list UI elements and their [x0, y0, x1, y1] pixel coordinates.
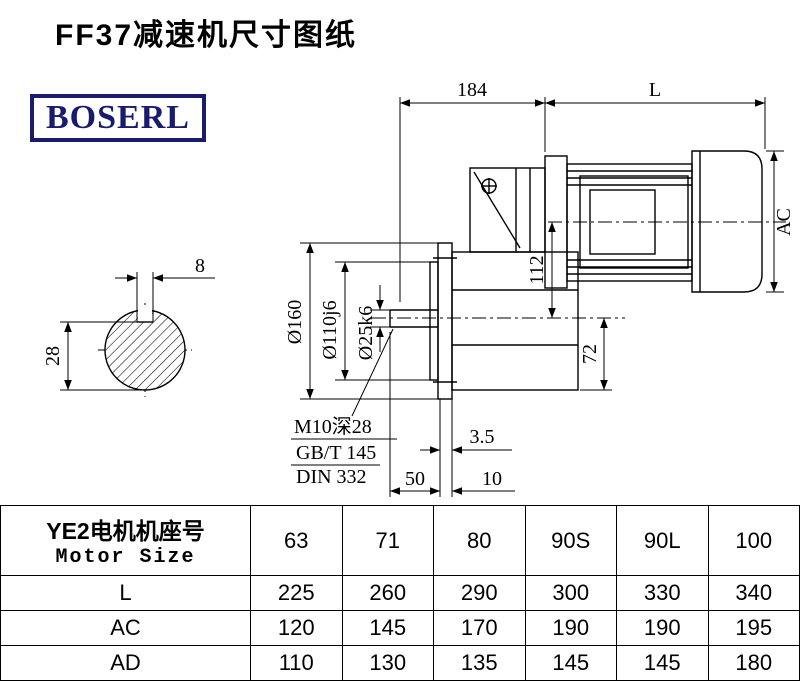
- table-row-AC: AC 120 145 170 190 190 195: [0, 610, 800, 646]
- table-cell: 330: [616, 575, 709, 611]
- table-cell: 180: [707, 645, 800, 681]
- table-cell: 135: [433, 645, 526, 681]
- gearbox-motor-outline: [389, 150, 763, 400]
- col-header: 90L: [616, 505, 709, 576]
- dimension-table: YE2电机机座号 Motor Size 63 71 80 90S 90L 100…: [0, 505, 800, 681]
- table-header-row: YE2电机机座号 Motor Size 63 71 80 90S 90L 100: [0, 505, 800, 576]
- table-cell: 110: [250, 645, 343, 681]
- table-cell: 195: [707, 610, 800, 646]
- row-label: AD: [0, 645, 251, 681]
- table-cell: 170: [433, 610, 526, 646]
- dimension-lines: [60, 97, 784, 497]
- table-cell: 145: [524, 645, 617, 681]
- col-header: 71: [341, 505, 434, 576]
- din-standard-label: DIN 332: [296, 466, 367, 488]
- table-cell: 260: [341, 575, 434, 611]
- table-cell: 145: [616, 645, 709, 681]
- row-label: L: [0, 575, 251, 611]
- table-cell: 190: [616, 610, 709, 646]
- dim-10-label: 10: [482, 468, 502, 490]
- motor-size-header: YE2电机机座号 Motor Size: [0, 505, 251, 576]
- center-lines: [98, 221, 786, 397]
- table-cell: 340: [707, 575, 800, 611]
- dim-50-label: 50: [405, 468, 425, 490]
- shaft-cross-section: [104, 272, 186, 391]
- col-header: 90S: [524, 505, 617, 576]
- boserl-logo: BOSERL: [30, 94, 206, 142]
- table-cell: 300: [524, 575, 617, 611]
- dim-3-5-label: 3.5: [470, 426, 495, 448]
- header-en: Motor Size: [55, 546, 196, 569]
- table-cell: 190: [524, 610, 617, 646]
- col-header: 80: [433, 505, 526, 576]
- gb-standard-label: GB/T 145: [296, 442, 376, 464]
- header-cn: YE2电机机座号: [46, 518, 205, 544]
- tap-note-label: M10深28: [294, 415, 372, 438]
- col-header: 100: [707, 505, 800, 576]
- dim-112-label: 112: [526, 255, 548, 284]
- table-cell: 145: [341, 610, 434, 646]
- dimension-labels: 184 L AC 112 72 Ø160 Ø110j6 Ø25k6 8 28 M…: [42, 79, 795, 490]
- logo-text: BOSERL: [46, 99, 190, 136]
- table-row-AD: AD 110 130 135 145 145 180: [0, 645, 800, 681]
- page-title: FF37减速机尺寸图纸: [55, 19, 358, 52]
- table-cell: 290: [433, 575, 526, 611]
- table-cell: 130: [341, 645, 434, 681]
- col-header: 63: [250, 505, 343, 576]
- table-cell: 120: [250, 610, 343, 646]
- technical-drawing: 184 L AC 112 72 Ø160 Ø110j6 Ø25k6 8 28 M…: [42, 79, 795, 497]
- dia-160-label: Ø160: [284, 300, 306, 344]
- dim-AC-label: AC: [773, 208, 795, 236]
- key-width-label: 8: [195, 255, 205, 277]
- table-cell: 225: [250, 575, 343, 611]
- row-label: AC: [0, 610, 251, 646]
- dim-L-label: L: [649, 79, 661, 101]
- key-depth-label: 28: [42, 346, 64, 366]
- dim-184-label: 184: [457, 79, 487, 101]
- dim-72-label: 72: [579, 344, 601, 364]
- table-row-L: L 225 260 290 300 330 340: [0, 575, 800, 611]
- dia-110-label: Ø110j6: [319, 300, 341, 359]
- dia-25-label: Ø25k6: [355, 306, 377, 360]
